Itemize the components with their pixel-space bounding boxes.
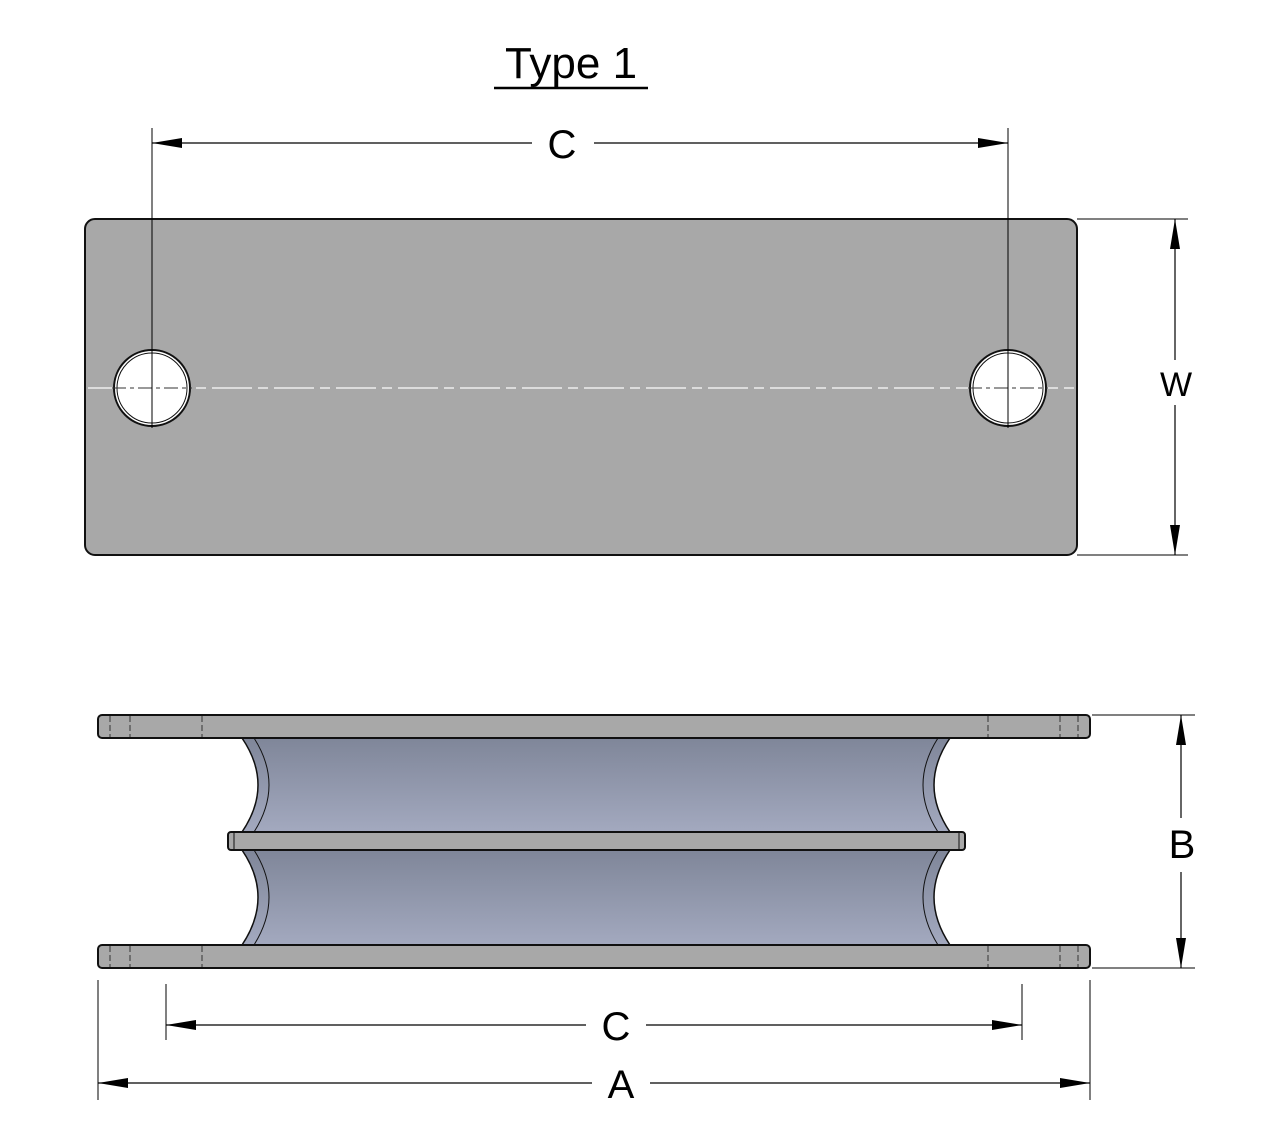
side-view [97, 714, 1091, 969]
dimension-label-b: B [1169, 823, 1196, 867]
dimension-b: B [1092, 714, 1196, 969]
rubber-element-upper [240, 737, 952, 833]
top-view [84, 218, 1078, 556]
middle-plate [227, 831, 966, 851]
dimension-c-top: C [151, 123, 1009, 428]
dimension-label-w: W [1160, 366, 1192, 404]
top-plate [97, 714, 1091, 739]
base-plate-top [84, 218, 1078, 556]
dimension-w: W [1077, 218, 1192, 556]
bottom-plate [97, 944, 1091, 969]
dimension-label-a: A [608, 1063, 635, 1107]
rubber-element-lower [240, 849, 952, 946]
dimension-label-c-bottom: C [602, 1005, 631, 1049]
drawing-title: Type 1 [505, 39, 637, 88]
dimension-c-bottom: C [165, 984, 1023, 1049]
dimension-label-c-top: C [548, 123, 577, 167]
dimension-a: A [97, 980, 1091, 1107]
